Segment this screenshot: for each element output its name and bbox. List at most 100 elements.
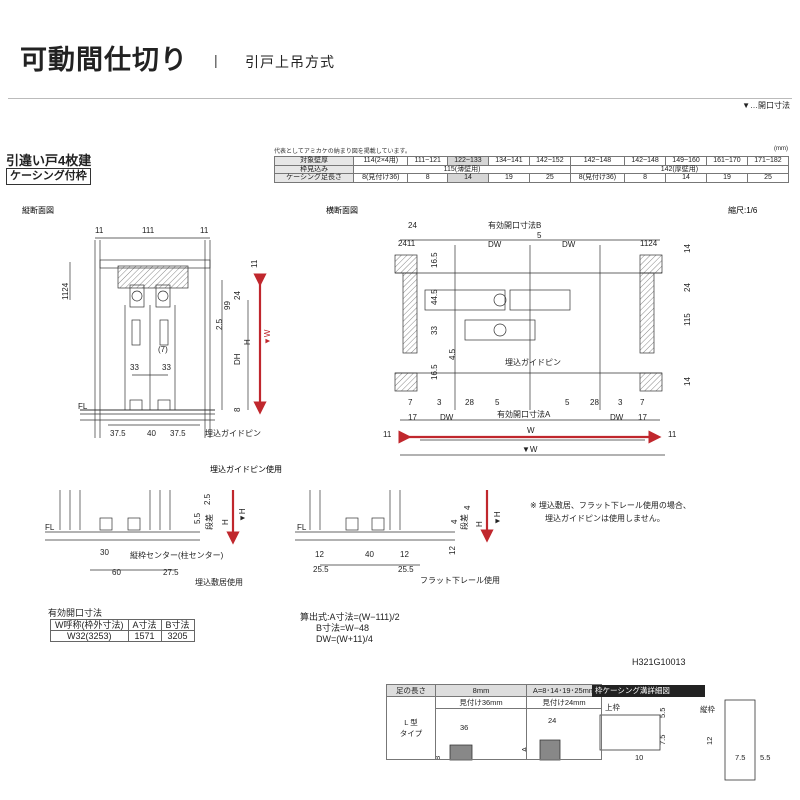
vertical-section-drawing: [69, 237, 249, 438]
spec-unit: (mm): [774, 146, 788, 152]
dim-text: 24: [683, 283, 692, 292]
dim-text: 7.5: [735, 753, 745, 762]
dim-text: 段差: [204, 514, 214, 530]
dim-text: 11: [668, 430, 677, 439]
table-cell: 8(見付け36): [569, 173, 626, 183]
detail1-drawing: [45, 490, 200, 571]
table-cell: 3205: [160, 630, 195, 642]
table-header: W呼称(枠外寸法): [50, 619, 129, 631]
table-cell: 25: [746, 173, 790, 183]
detail1-caption: 埋込敷居使用: [195, 577, 243, 587]
table-cell: 見付け24mm: [526, 696, 602, 709]
dim-text: 33: [162, 363, 171, 372]
table-header: 8mm: [435, 684, 527, 697]
dim-text: 5.5: [193, 512, 202, 524]
aperture-table: W呼称(枠外寸法) A寸法 B寸法 W32(3253) 1571 3205: [50, 619, 195, 642]
dim-text: 24: [233, 291, 242, 300]
legs-table: 足の長さ 8mm A=8･14･19･25mm L 型 タイプ 見付け36mm …: [386, 684, 602, 760]
dim-text: 17: [638, 413, 647, 422]
dim-text: 16.5: [430, 252, 439, 268]
table-row: L 型 タイプ 見付け36mm 見付け24mm: [386, 696, 602, 760]
dim-text: 4.5: [448, 348, 457, 360]
dim-text: 33: [130, 363, 139, 372]
dim-text: 28: [465, 398, 474, 407]
table-cell: L 型 タイプ: [386, 696, 436, 760]
dim-text: 14: [683, 377, 692, 386]
dim-text: 11: [250, 259, 259, 268]
dim-text: 1124: [61, 282, 70, 300]
dim-text: DW: [610, 413, 624, 422]
dim-text: 11: [383, 430, 392, 439]
dim-text: 60: [112, 568, 121, 577]
detail-label: 上枠: [605, 702, 620, 712]
dim-text: 28: [590, 398, 599, 407]
dim-text: 115: [683, 313, 692, 326]
floor-label: FL: [297, 523, 307, 532]
dim-text: 27.5: [163, 568, 179, 577]
dim-text: H: [475, 521, 484, 527]
dim-text: DH: [233, 353, 242, 365]
dim-text: 5: [565, 398, 570, 407]
dim-text: 4: [463, 505, 472, 510]
dim-text: 37.5: [110, 429, 126, 438]
table-cell: W32(3253): [50, 630, 129, 642]
detail2-drawing: [295, 490, 455, 566]
formula-dw: DW=(W+11)/4: [316, 634, 373, 644]
dim-text: 3: [437, 398, 442, 407]
dim-text: 8: [233, 407, 242, 412]
spec-note: 代表としてアミカケの納まり図を掲載しています。: [274, 149, 411, 155]
usage-note: ※ 埋込敷居、フラット下レール使用の場合、: [530, 500, 691, 510]
dim-text: DW: [488, 240, 502, 249]
dim-text: 111: [142, 226, 155, 235]
dim-text: 4: [450, 519, 459, 524]
floor-label: FL: [78, 402, 88, 411]
dim-text: 11: [95, 226, 104, 235]
page-title: 可動間仕切り: [20, 45, 188, 76]
table-cell: 見付け36mm: [435, 696, 527, 709]
dim-text: 40: [147, 429, 156, 438]
guide-pin-label: 埋込ガイドピン: [505, 357, 561, 367]
guide-pin-label: 埋込ガイドピン: [205, 428, 261, 438]
table-cell: 8(見付け36): [353, 173, 409, 183]
spec-table: 対象壁厚 114(2×4用) 111~121 122~133 134~141 1…: [273, 156, 790, 183]
dim-text: 段差: [459, 514, 469, 530]
table-row: 足の長さ 8mm A=8･14･19･25mm: [386, 684, 602, 697]
dim-text: DW: [440, 413, 454, 422]
header-divider: [8, 98, 792, 99]
table-header: A寸法: [127, 619, 162, 631]
table-header: B寸法: [160, 619, 195, 631]
dim-text: 12: [705, 737, 714, 745]
dim-text: 5.5: [658, 708, 667, 718]
dim-text: 17: [408, 413, 417, 422]
vertical-section-label: 縦断面図: [22, 205, 54, 215]
dim-text: 24: [408, 221, 417, 230]
dim-text: 40: [365, 550, 374, 559]
dim-text: 12: [448, 546, 457, 555]
dim-text: 12: [400, 550, 409, 559]
dim-text: (7): [158, 345, 168, 354]
detail1-heading: 埋込ガイドピン使用: [210, 464, 282, 474]
casing-detail-heading: 枠ケーシング溝詳細図: [592, 685, 705, 697]
dim-text: 7: [640, 398, 645, 407]
aperture-heading: 有効開口寸法: [48, 607, 102, 618]
formula-a: 算出式:A寸法=(W−111)/2: [300, 611, 400, 622]
detail-label: 縦枠: [700, 704, 715, 714]
dim-text: 7: [408, 398, 413, 407]
dim-text: 5: [537, 231, 542, 240]
dim-text: ▼H: [493, 511, 502, 525]
dim-text: 1124: [640, 239, 658, 248]
dim-text: 有効開口寸法B: [488, 220, 541, 230]
dim-text: H: [243, 339, 252, 345]
dim-text: 33: [430, 326, 439, 335]
center-label: 縦枠センター(柱センター): [130, 550, 224, 560]
dim-text: 有効開口寸法A: [497, 409, 551, 419]
page-subtitle: 引戸上吊方式: [245, 54, 335, 70]
dim-text: 7.5: [658, 735, 667, 745]
horizontal-section-label: 横断面図: [326, 205, 358, 215]
dim-text: DW: [562, 240, 576, 249]
dim-text: H: [221, 519, 230, 525]
detail2-caption: フラット下レール使用: [420, 575, 500, 585]
dim-text: 11: [200, 226, 209, 235]
dim-text: 5.5: [760, 753, 770, 762]
